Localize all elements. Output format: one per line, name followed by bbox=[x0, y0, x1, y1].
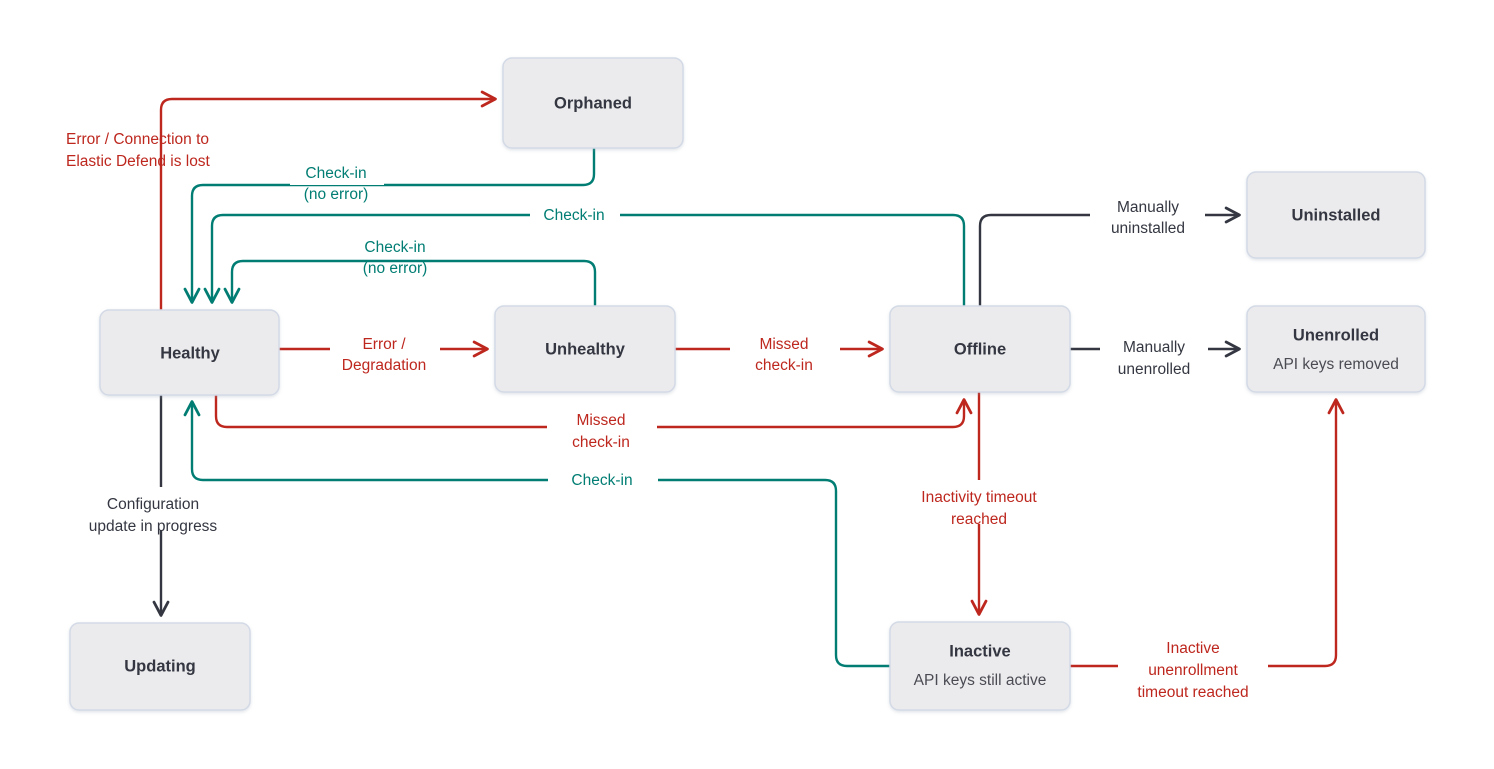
label-mask bbox=[530, 205, 620, 226]
edge-healthy-to-offline-missed bbox=[214, 395, 973, 429]
label-line: check-in bbox=[755, 357, 813, 374]
label-line: Check-in bbox=[543, 207, 604, 224]
edge-label-unhealthy-to-offline: Missed check-in bbox=[755, 336, 813, 374]
node-title: Healthy bbox=[160, 344, 220, 362]
label-line: Missed bbox=[759, 336, 808, 353]
edge-label-offline-to-inactive: Inactivity timeout reached bbox=[921, 489, 1037, 528]
edge-label-offline-to-uninstalled: Manually uninstalled bbox=[1111, 199, 1185, 237]
label-line: Error / Connection to bbox=[66, 131, 209, 148]
label-line: Check-in bbox=[364, 239, 425, 256]
edge-label-healthy-to-offline-missed: Missed check-in bbox=[572, 412, 630, 451]
label-line: Inactive bbox=[1166, 640, 1219, 657]
node-title: Orphaned bbox=[554, 94, 632, 112]
node-title: Unenrolled bbox=[1293, 326, 1379, 344]
edge-unhealthy-to-healthy bbox=[223, 259, 597, 306]
node-subtitle: API keys removed bbox=[1273, 356, 1399, 373]
edge-inactive-to-healthy bbox=[183, 400, 890, 668]
node-title: Uninstalled bbox=[1292, 206, 1381, 224]
edge-label-offline-to-healthy-checkin: Check-in bbox=[530, 205, 620, 226]
node-unhealthy[interactable]: Unhealthy bbox=[494, 305, 676, 393]
edge-label-inactive-to-unenrolled: Inactive unenrollment timeout reached bbox=[1137, 640, 1248, 701]
node-offline[interactable]: Offline bbox=[889, 305, 1071, 393]
edge-inactive-to-unenrolled bbox=[1070, 398, 1345, 668]
node-title: Inactive bbox=[949, 642, 1010, 660]
label-mask bbox=[349, 238, 441, 259]
label-line: check-in bbox=[572, 434, 630, 451]
node-box[interactable] bbox=[494, 305, 676, 393]
node-orphaned[interactable]: Orphaned bbox=[502, 57, 684, 149]
node-unenrolled[interactable]: Unenrolled API keys removed bbox=[1246, 305, 1426, 393]
node-title: Updating bbox=[124, 657, 196, 675]
node-box[interactable] bbox=[69, 622, 251, 711]
label-line: timeout reached bbox=[1137, 684, 1248, 701]
edge-label-inactive-to-healthy: Check-in bbox=[558, 470, 648, 491]
label-line: Inactivity timeout bbox=[921, 489, 1037, 506]
node-subtitle: API keys still active bbox=[914, 672, 1047, 689]
label-line: reached bbox=[951, 511, 1007, 528]
label-line: (no error) bbox=[304, 186, 369, 203]
node-updating[interactable]: Updating bbox=[69, 622, 251, 711]
node-title: Offline bbox=[954, 340, 1006, 358]
label-mask bbox=[558, 470, 648, 491]
edge-healthy-to-orphaned bbox=[159, 90, 497, 310]
label-line: update in progress bbox=[89, 518, 218, 535]
edge-label-healthy-to-unhealthy: Error / Degradation bbox=[342, 336, 426, 374]
label-line: Configuration bbox=[107, 496, 199, 513]
node-box[interactable] bbox=[889, 305, 1071, 393]
label-line: Error / bbox=[362, 336, 406, 353]
edge-label-healthy-to-orphaned: Error / Connection to Elastic Defend is … bbox=[66, 131, 211, 170]
label-line: (no error) bbox=[363, 260, 428, 277]
node-uninstalled[interactable]: Uninstalled bbox=[1246, 171, 1426, 259]
label-line: Degradation bbox=[342, 357, 426, 374]
node-title: Unhealthy bbox=[545, 340, 626, 358]
edge-label-healthy-to-updating: Configuration update in progress bbox=[89, 496, 218, 535]
label-line: Manually bbox=[1123, 339, 1185, 356]
edge-orphaned-to-healthy bbox=[183, 148, 596, 304]
label-line: Check-in bbox=[571, 472, 632, 489]
edge-label-orphaned-to-healthy-line1: Check-in bbox=[305, 165, 366, 182]
node-inactive[interactable]: Inactive API keys still active bbox=[889, 621, 1071, 711]
label-line: unenrollment bbox=[1148, 662, 1238, 679]
node-box[interactable] bbox=[502, 57, 684, 149]
label-line: unenrolled bbox=[1118, 361, 1190, 378]
edge-offline-to-uninstalled bbox=[978, 206, 1241, 306]
node-box[interactable] bbox=[1246, 305, 1426, 393]
label-line: uninstalled bbox=[1111, 220, 1185, 237]
node-box[interactable] bbox=[889, 621, 1071, 711]
node-box[interactable] bbox=[99, 309, 280, 396]
edge-label-offline-to-unenrolled: Manually unenrolled bbox=[1118, 339, 1190, 378]
edge-label-unhealthy-to-healthy: Check-in (no error) bbox=[349, 238, 441, 277]
label-line: Manually bbox=[1117, 199, 1179, 216]
node-box[interactable] bbox=[1246, 171, 1426, 259]
label-mask bbox=[290, 163, 384, 185]
node-healthy[interactable]: Healthy bbox=[99, 309, 280, 396]
label-line: Missed bbox=[576, 412, 625, 429]
label-line: Elastic Defend is lost bbox=[66, 153, 211, 170]
